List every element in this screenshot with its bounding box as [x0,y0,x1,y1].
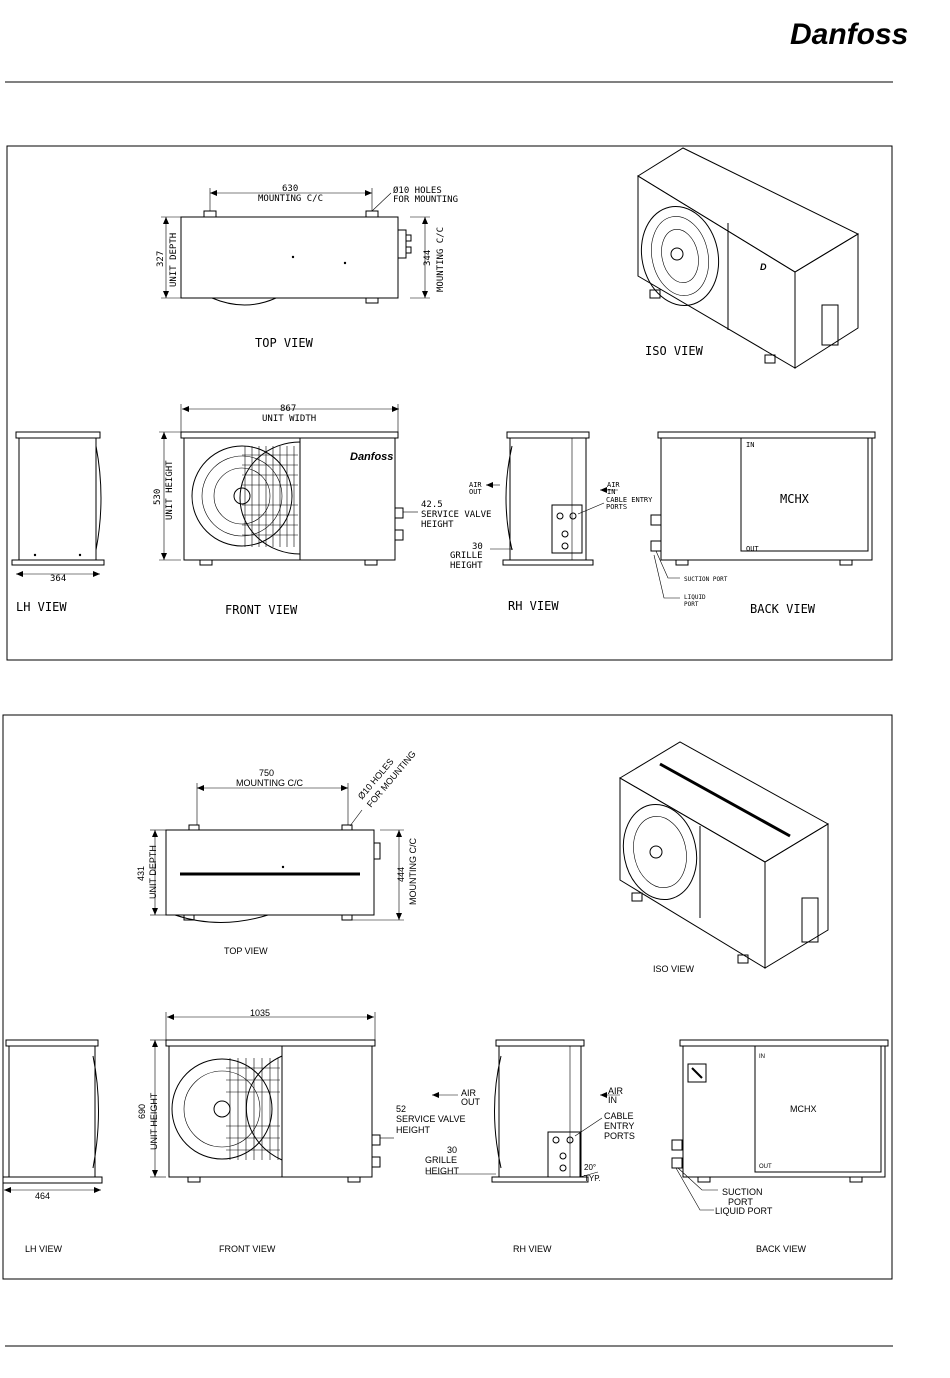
brand-logo: Danfoss [790,18,908,51]
p1-lh-width-value: 364 [50,574,66,584]
p1-top-mountcc-label: MOUNTING C/C [436,227,446,292]
p1-rh-air-out-2: OUT [469,488,482,496]
p1-back-suction: SUCTION PORT [684,576,728,583]
p2-top-mounting-value: 750 [259,768,274,778]
p1-front-svc-line1: SERVICE VALVE [421,510,491,520]
p1-rh-grille-1: GRILLE [450,551,483,561]
p1-front-svc-line2: HEIGHT [421,520,454,530]
p1-top-view [161,188,430,306]
p1-lh-view-title: LH VIEW [16,600,67,614]
p2-back-mchx: MCHX [790,1104,817,1114]
p1-front-height-value: 530 [153,489,163,505]
p2-rh-view [426,1039,620,1183]
p2-rh-view-title: RH VIEW [513,1244,552,1254]
p1-iso-view: D [637,147,860,369]
p2-iso-view [619,741,829,969]
p2-rh-air-in-1: AIR [608,1086,624,1096]
p1-front-width-value: 867 [280,404,296,414]
p1-back-mchx: MCHX [780,492,810,506]
svg-text:D: D [760,262,767,272]
svg-text:Danfoss: Danfoss [790,18,908,51]
p1-rh-grille-value: 30 [472,542,483,552]
p1-rh-view [486,431,618,566]
p1-front-height-label: UNIT HEIGHT [165,460,175,520]
p2-back-in: IN [759,1054,765,1060]
p1-rh-air-in-2: IN [607,488,615,496]
p1-lh-view [11,431,105,577]
p2-top-mountcc-label: MOUNTING C/C [408,838,418,905]
p2-iso-view-title: ISO VIEW [653,964,695,974]
p1-back-out: OUT [746,545,759,553]
p2-rh-angle-label: TYP. [584,1174,601,1183]
p1-top-view-title: TOP VIEW [255,336,314,350]
p1-top-depth-label: UNIT DEPTH [169,233,179,287]
p1-front-view: Danfoss [159,404,418,566]
p1-rh-air-out-1: AIR [469,481,482,489]
p2-top-view [150,783,404,923]
p2-lh-view [2,1039,103,1193]
p2-lh-view-title: LH VIEW [25,1244,63,1254]
p1-back-in: IN [746,441,754,449]
p1-back-liquid-1: LIQUID [684,594,706,601]
p2-rh-cable-3: PORTS [604,1131,635,1141]
p2-rh-air-in-2: IN [608,1095,617,1105]
p1-iso-view-title: ISO VIEW [645,344,704,358]
p2-lh-width-value: 464 [35,1191,50,1201]
p1-top-mounting-value: 630 [282,184,298,194]
p1-front-width-label: UNIT WIDTH [262,414,316,424]
p2-front-view [150,1012,394,1183]
p2-front-view-title: FRONT VIEW [219,1244,276,1254]
p1-back-view [650,431,876,599]
p2-front-height-label: UNIT HEIGHT [149,1092,159,1150]
p1-top-depth-value: 327 [156,251,166,267]
panel-2-frame [2,714,893,1280]
p1-rh-cable-1: CABLE ENTRY [606,496,653,504]
p2-rh-cable-1: CABLE [604,1111,634,1121]
p2-front-svc-line2: HEIGHT [396,1125,431,1135]
p2-rh-air-out-1: AIR [461,1088,477,1098]
p1-top-mounting-label: MOUNTING C/C [258,194,323,204]
p2-top-depth-value: 431 [136,866,146,881]
p2-back-out: OUT [759,1164,772,1170]
svg-text:Danfoss: Danfoss [350,451,393,463]
p1-front-view-title: FRONT VIEW [225,603,298,617]
p1-top-mountcc-value: 344 [423,250,433,266]
p2-front-svc-line1: SERVICE VALVE [396,1114,466,1124]
p2-top-depth-label: UNIT DEPTH [148,845,158,899]
p2-top-mounting-label: MOUNTING C/C [236,778,303,788]
p2-back-suction-1: SUCTION [722,1187,763,1197]
p1-rh-cable-2: PORTS [606,503,627,511]
p1-rh-grille-2: HEIGHT [450,561,483,571]
p2-rh-grille-value: 30 [447,1145,457,1155]
p2-top-mountcc-value: 444 [396,867,406,882]
p2-front-width-value: 1035 [250,1008,270,1018]
p2-back-suction-2: PORT [728,1197,753,1207]
p2-rh-cable-2: ENTRY [604,1121,634,1131]
p1-back-liquid-2: PORT [684,601,699,608]
p2-top-view-title: TOP VIEW [224,946,268,956]
p2-front-height-value: 690 [137,1104,147,1119]
p2-back-view [671,1039,889,1211]
p1-rh-view-title: RH VIEW [508,599,559,613]
p1-front-svc-value: 42.5 [421,500,443,510]
p1-top-holes-2: FOR MOUNTING [393,195,458,205]
p1-back-view-title: BACK VIEW [750,602,816,616]
p2-back-view-title: BACK VIEW [756,1244,807,1254]
p2-front-svc-value: 52 [396,1104,406,1114]
p2-rh-grille-2: HEIGHT [425,1166,460,1176]
p1-top-holes-1: Ø10 HOLES [393,185,442,196]
p2-rh-angle-value: 20° [584,1163,596,1172]
p1-rh-air-in-1: AIR [607,481,620,489]
p2-rh-grille-1: GRILLE [425,1155,457,1165]
p2-rh-air-out-2: OUT [461,1097,481,1107]
p2-back-liquid: LIQUID PORT [715,1206,773,1216]
panel-1-frame [6,145,893,661]
